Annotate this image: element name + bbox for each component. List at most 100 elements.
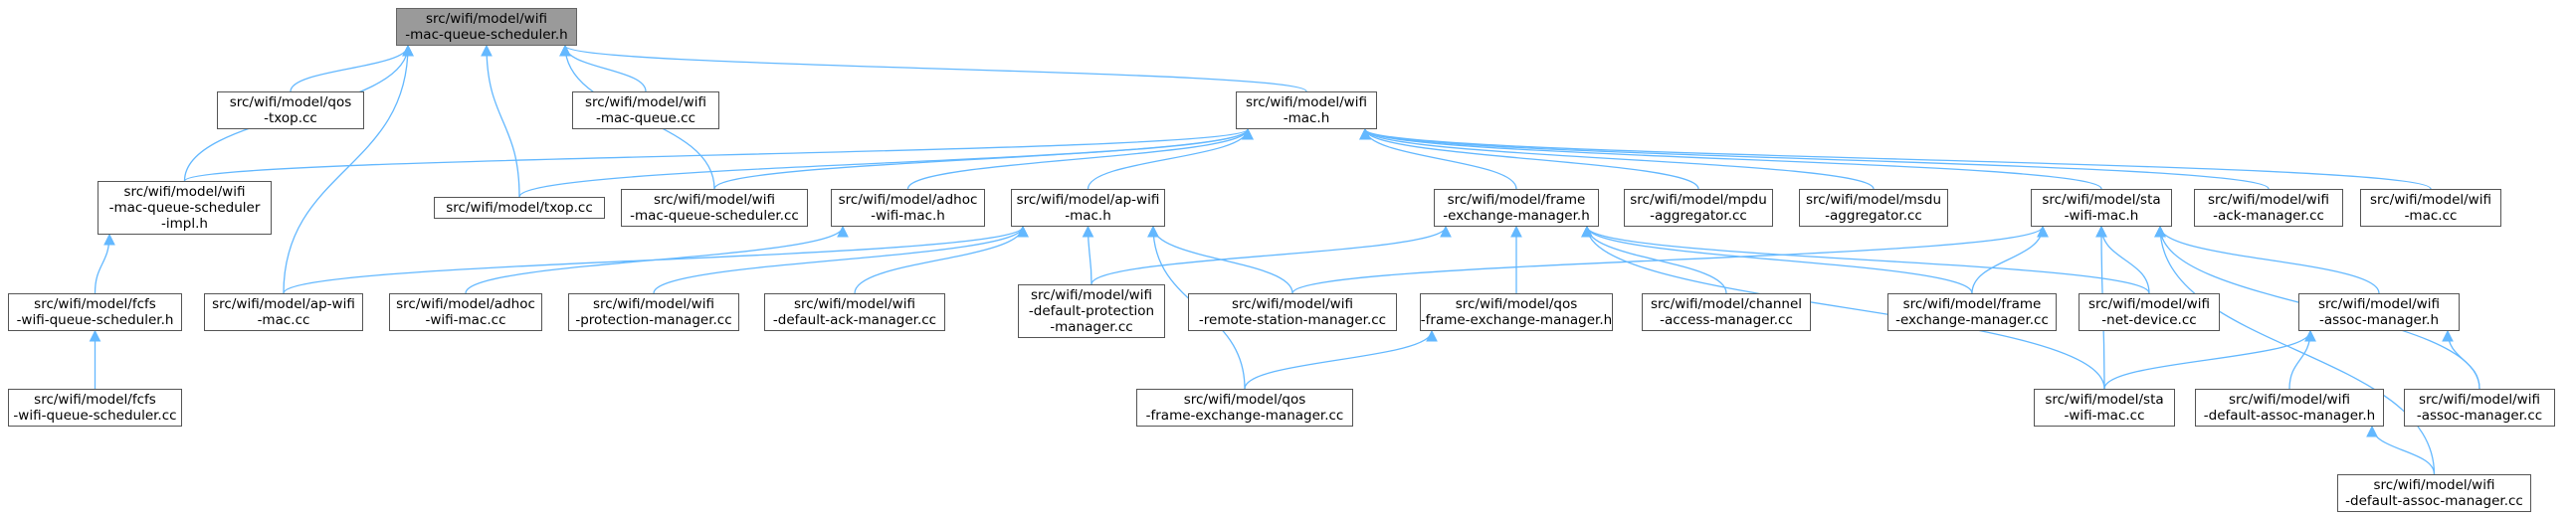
node-label-line: src/wifi/model/fcfs [34, 392, 156, 408]
node-qosfem-h[interactable]: src/wifi/model/qos -frame-exchange-manag… [1420, 293, 1613, 331]
node-label-line: -aggregator.cc [1825, 208, 1922, 224]
node-label-line: -default-ack-manager.cc [772, 312, 937, 328]
node-chan-cc[interactable]: src/wifi/model/channel -access-manager.c… [1642, 293, 1811, 331]
edge-ackmgr_cc-to-wifi_mac_h [1359, 127, 2270, 190]
node-defack-cc[interactable]: src/wifi/model/wifi -default-ack-manager… [764, 293, 945, 331]
edge-assoc_h-to-sta_h [2154, 225, 2380, 294]
node-fcfs-h[interactable]: src/wifi/model/fcfs -wifi-queue-schedule… [8, 293, 182, 331]
node-label-line: src/wifi/model/wifi [794, 296, 915, 312]
edge-fem_cc-to-sta_h [1971, 225, 2049, 294]
node-label-line: -aggregator.cc [1650, 208, 1747, 224]
node-label-line: -mac-queue-scheduler.cc [630, 208, 799, 224]
edge-qos_txop_cc-to-root [290, 44, 414, 92]
node-txop-cc[interactable]: src/wifi/model/txop.cc [434, 197, 605, 219]
node-label-line: -frame-exchange-manager.cc [1145, 408, 1344, 424]
edge-txop_cc-to-wifi_mac_h [518, 127, 1254, 198]
node-wifi-mac-h[interactable]: src/wifi/model/wifi -mac.h [1236, 91, 1377, 129]
node-label-line: -mac.h [1283, 110, 1330, 126]
node-wifi-mac-queue-cc[interactable]: src/wifi/model/wifi -mac-queue.cc [572, 91, 719, 129]
node-label-line: -net-device.cc [2101, 312, 2197, 328]
node-label-line: -mac-queue-scheduler [108, 200, 261, 216]
node-label-line: -default-assoc-manager.h [2203, 408, 2376, 424]
edge-apwifi_cc-to-apwifi_h [283, 225, 1029, 294]
edge-netdev_cc-to-fem_h [1581, 225, 2150, 294]
edge-defassoc_cc-to-sta_h [2154, 225, 2436, 475]
edge-adhoc_h-to-wifi_mac_h [906, 127, 1254, 190]
node-label-line: -impl.h [161, 216, 208, 232]
edge-qosfem_cc-to-qosfem_h [1244, 329, 1438, 390]
node-adhoc-h[interactable]: src/wifi/model/adhoc -wifi-mac.h [831, 189, 985, 227]
edge-mpdu_cc-to-wifi_mac_h [1359, 127, 1699, 190]
node-label-line: -assoc-manager.h [2318, 312, 2440, 328]
node-label-line: src/wifi/model/wifi [593, 296, 714, 312]
node-fem-h[interactable]: src/wifi/model/frame -exchange-manager.h [1434, 189, 1599, 227]
node-qosfem-cc[interactable]: src/wifi/model/qos -frame-exchange-manag… [1136, 389, 1353, 427]
edge-stamac_cc-to-assoc_h [2103, 329, 2316, 390]
node-label-line: -manager.cc [1050, 319, 1133, 335]
node-label-line: -frame-exchange-manager.h [1420, 312, 1613, 328]
node-msdu-cc[interactable]: src/wifi/model/msdu -aggregator.cc [1799, 189, 1948, 227]
edge-stamac_cc-to-fem_h [1581, 225, 2105, 390]
edge-apwifi_cc-to-root [283, 44, 414, 294]
node-label-line: -wifi-queue-scheduler.cc [13, 408, 177, 424]
edge-wifi_mac_h-to-root [559, 44, 1307, 92]
node-label-line: -wifi-mac.h [871, 208, 945, 224]
node-root: src/wifi/model/wifi -mac-queue-scheduler… [396, 8, 577, 46]
node-label-line: src/wifi/model/wifi [1031, 287, 1152, 303]
node-label-line: -wifi-mac.h [2064, 208, 2139, 224]
edge-wifi_mac_queue_cc-to-root [559, 44, 647, 92]
node-label-line: -wifi-mac.cc [2064, 408, 2145, 424]
node-assoc-cc[interactable]: src/wifi/model/wifi -assoc-manager.cc [2404, 389, 2555, 427]
node-apwifi-cc[interactable]: src/wifi/model/ap-wifi -mac.cc [204, 293, 363, 331]
node-rsm-cc[interactable]: src/wifi/model/wifi -remote-station-mana… [1188, 293, 1397, 331]
node-defassoc-cc[interactable]: src/wifi/model/wifi -default-assoc-manag… [2337, 474, 2531, 512]
edge-fem_cc-to-fem_h [1581, 225, 1973, 294]
node-fem-cc[interactable]: src/wifi/model/frame -exchange-manager.c… [1887, 293, 2057, 331]
node-mac-cc[interactable]: src/wifi/model/wifi -mac.cc [2360, 189, 2501, 227]
node-label-line: src/wifi/model/wifi [2373, 477, 2495, 493]
node-label-line: src/wifi/model/ap-wifi [212, 296, 355, 312]
node-fcfs-cc[interactable]: src/wifi/model/fcfs -wifi-queue-schedule… [8, 389, 182, 427]
node-label-line: -assoc-manager.cc [2416, 408, 2543, 424]
node-sta-h[interactable]: src/wifi/model/sta -wifi-mac.h [2031, 189, 2172, 227]
node-label-line: -mac.cc [2404, 208, 2458, 224]
edge-fem_h-to-wifi_mac_h [1359, 127, 1517, 190]
node-sched-impl-h[interactable]: src/wifi/model/wifi -mac-queue-scheduler… [98, 181, 272, 235]
node-netdev-cc[interactable]: src/wifi/model/wifi -net-device.cc [2079, 293, 2220, 331]
node-ackmgr-cc[interactable]: src/wifi/model/wifi -ack-manager.cc [2194, 189, 2343, 227]
node-label-line: src/wifi/model/msdu [1806, 192, 1941, 208]
node-defassoc-h[interactable]: src/wifi/model/wifi -default-assoc-manag… [2195, 389, 2384, 427]
node-label-line: -default-protection [1028, 303, 1155, 319]
node-label-line: src/wifi/model/wifi [1232, 296, 1353, 312]
node-label-line: -exchange-manager.h [1443, 208, 1590, 224]
edge-fcfs_h-to-sched_impl_h [94, 233, 115, 294]
node-label-line: -mac.cc [257, 312, 310, 328]
node-apwifi-h[interactable]: src/wifi/model/ap-wifi -mac.h [1011, 189, 1165, 227]
node-label-line: -protection-manager.cc [575, 312, 732, 328]
node-adhoc-cc[interactable]: src/wifi/model/adhoc -wifi-mac.cc [389, 293, 542, 331]
node-label-line: src/wifi/model/qos [1455, 296, 1578, 312]
edge-defack_cc-to-apwifi_h [854, 225, 1029, 294]
edge-rsm_cc-to-sta_h [1291, 225, 2049, 294]
node-label-line: src/wifi/model/wifi [585, 94, 706, 110]
edge-sched_impl_h-to-wifi_mac_h [183, 127, 1254, 182]
edge-assoc_cc-to-assoc_h [2442, 329, 2480, 390]
node-assoc-h[interactable]: src/wifi/model/wifi -assoc-manager.h [2298, 293, 2460, 331]
node-prot-cc[interactable]: src/wifi/model/wifi -protection-manager.… [568, 293, 739, 331]
edge-defassoc_h-to-assoc_h [2288, 329, 2316, 390]
node-label-line: src/wifi/model/wifi [2208, 192, 2329, 208]
node-label-line: src/wifi/model/wifi [123, 184, 246, 200]
edge-mac_cc-to-wifi_mac_h [1359, 127, 2432, 190]
node-label-line: -mac.h [1065, 208, 1111, 224]
node-label-line: src/wifi/model/wifi [2229, 392, 2350, 408]
node-qos-txop-cc[interactable]: src/wifi/model/qos -txop.cc [217, 91, 364, 129]
node-stamac-cc[interactable]: src/wifi/model/sta -wifi-mac.cc [2034, 389, 2175, 427]
node-label-line: src/wifi/model/wifi [2370, 192, 2491, 208]
node-label-line: src/wifi/model/wifi [2419, 392, 2540, 408]
node-sched-cc[interactable]: src/wifi/model/wifi -mac-queue-scheduler… [621, 189, 808, 227]
node-label-line: -mac-queue-scheduler.h [405, 27, 568, 43]
node-defprot-cc[interactable]: src/wifi/model/wifi -default-protection … [1018, 284, 1165, 338]
node-mpdu-cc[interactable]: src/wifi/model/mpdu -aggregator.cc [1624, 189, 1773, 227]
